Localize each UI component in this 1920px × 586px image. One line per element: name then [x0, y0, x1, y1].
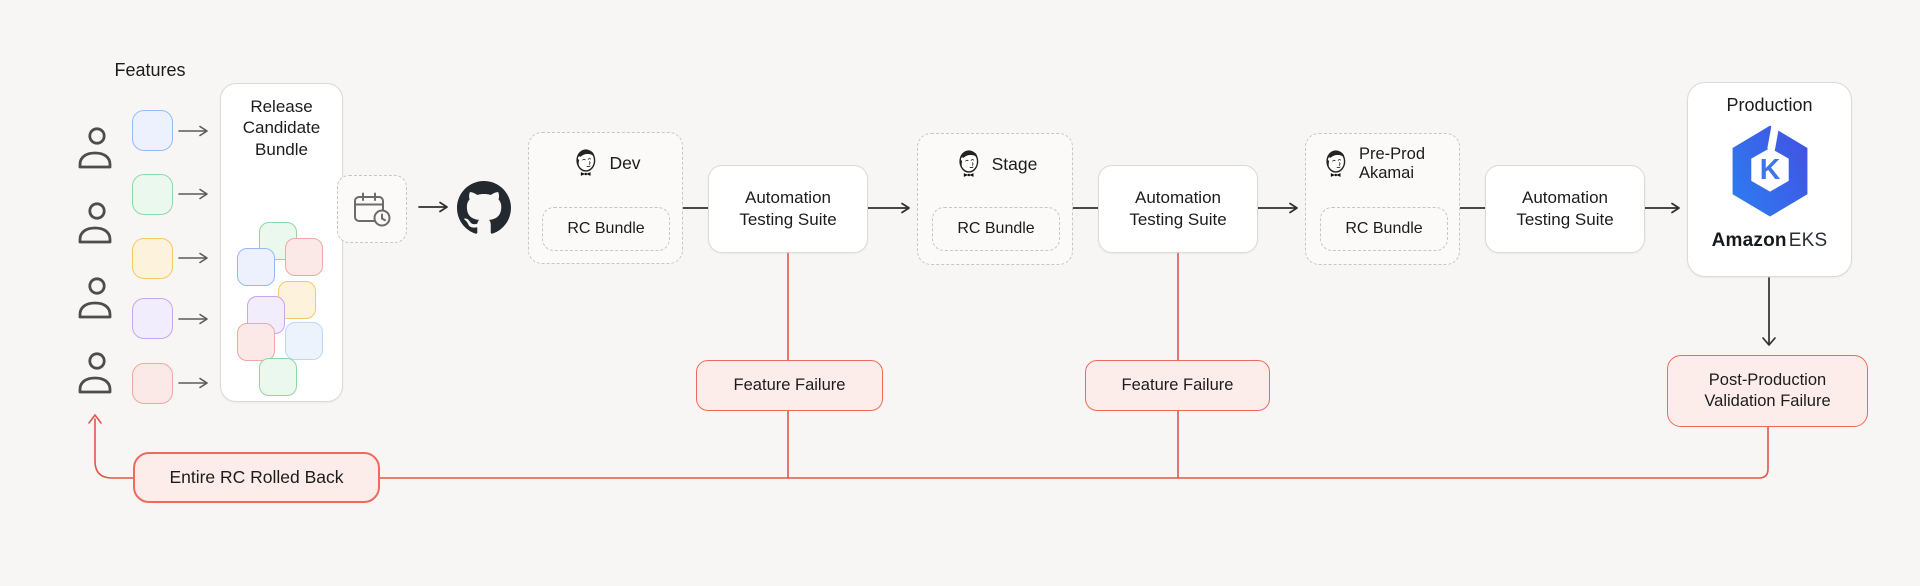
rc-bundle-chip: RC Bundle	[932, 207, 1060, 251]
release-candidate-title: Release Candidate Bundle	[242, 97, 321, 159]
jenkins-icon	[1326, 150, 1346, 177]
feature-failure-badge-2: Feature Failure	[1085, 360, 1270, 411]
feature-box-purple	[132, 298, 173, 339]
rollback-arrow	[88, 414, 102, 424]
eks-product: EKS	[1788, 230, 1828, 251]
release-candidate-bundle: Release Candidate Bundle	[220, 83, 343, 402]
feature-box-green	[132, 174, 173, 215]
automation-testing-suite-2: Automation Testing Suite	[1098, 165, 1258, 253]
rc-bundle-chip: RC Bundle	[1320, 207, 1448, 251]
feature-failure-badge-1: Feature Failure	[696, 360, 883, 411]
automation-testing-suite-3: Automation Testing Suite	[1485, 165, 1645, 253]
production-title: Production	[1726, 95, 1813, 115]
jenkins-icon	[576, 149, 596, 176]
schedule-box	[337, 175, 407, 243]
person-icon	[78, 277, 112, 319]
bundle-item	[237, 248, 275, 286]
bundle-item	[285, 238, 323, 276]
automation-testing-suite-1: Automation Testing Suite	[708, 165, 868, 253]
rollback-badge: Entire RC Rolled Back	[133, 452, 380, 503]
bundle-item	[259, 358, 297, 396]
bundle-item	[237, 323, 275, 361]
env-box-preprod: Pre-Prod Akamai RC Bundle	[1305, 133, 1460, 265]
github-icon	[457, 181, 511, 234]
post-production-failure-badge: Post-Production Validation Failure	[1667, 355, 1868, 427]
pipeline-connectors	[418, 201, 1776, 346]
bundle-item	[285, 322, 323, 360]
person-icon	[78, 202, 112, 244]
feature-box-orange	[132, 238, 173, 279]
env-label-dev: Dev	[609, 152, 641, 173]
calendar-clock-icon	[354, 192, 391, 227]
person-icon	[78, 127, 112, 169]
env-label-preprod: Pre-Prod Akamai	[1359, 145, 1426, 182]
jenkins-icon	[959, 150, 978, 177]
person-icon	[78, 352, 112, 394]
eks-logo: K	[1732, 123, 1811, 218]
env-label-stage: Stage	[991, 153, 1038, 174]
features-title: Features	[114, 60, 186, 80]
rc-bundle-chip: RC Bundle	[542, 207, 670, 251]
env-box-dev: Dev RC Bundle	[528, 132, 683, 264]
feature-arrow-icons	[178, 125, 208, 389]
eks-k-letter: K	[1759, 154, 1780, 186]
feature-box-blue	[132, 110, 173, 151]
env-box-stage: Stage RC Bundle	[917, 133, 1073, 265]
amazon-brand: Amazon	[1711, 230, 1787, 251]
feature-box-red	[132, 363, 173, 404]
